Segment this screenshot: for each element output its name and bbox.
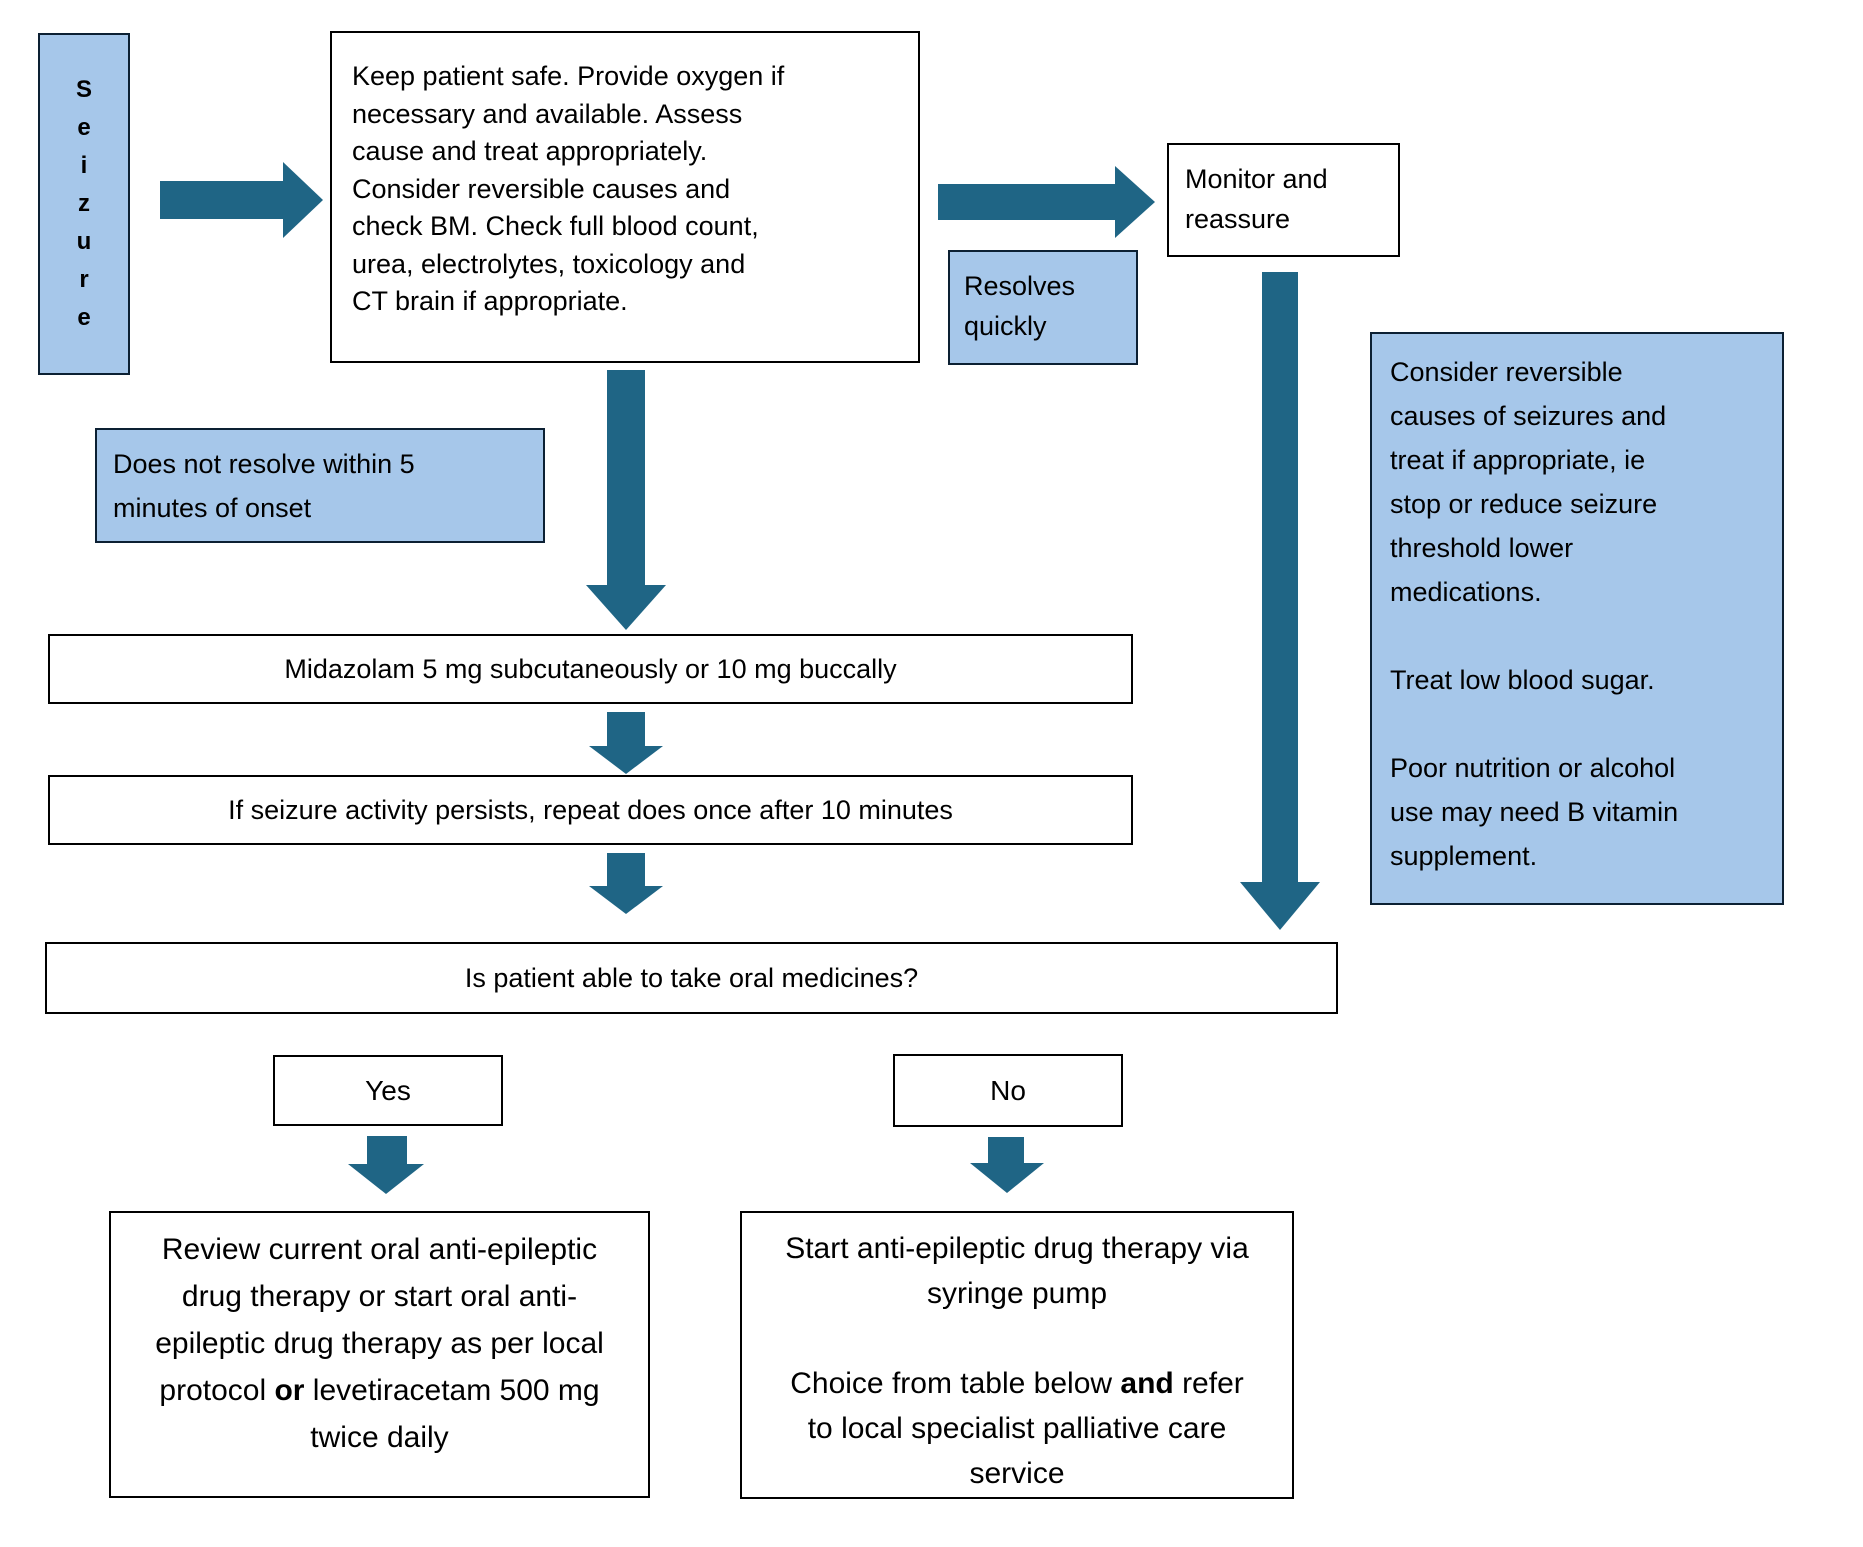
arrow-down-head xyxy=(586,585,666,630)
oral-medicines-question-box: Is patient able to take oral medicines? xyxy=(45,942,1338,1014)
no-box: No xyxy=(893,1054,1123,1127)
syringe-text-post: refer to local specialist palliative car… xyxy=(807,1367,1244,1490)
review-oral-therapy-text: Review current oral anti-epileptic drug … xyxy=(129,1226,630,1461)
arrow-down-head xyxy=(589,886,663,914)
arrow-shaft xyxy=(938,184,1115,220)
yes-box: Yes xyxy=(273,1055,503,1126)
midazolam-dose-box: Midazolam 5 mg subcutaneously or 10 mg b… xyxy=(48,634,1133,704)
arrow-shaft xyxy=(367,1136,407,1164)
arrow-shaft xyxy=(607,853,645,886)
syringe-bold-and: and xyxy=(1120,1367,1174,1400)
review-bold-or: or xyxy=(274,1374,305,1407)
arrow-down-head xyxy=(589,746,663,774)
arrow-shaft xyxy=(607,370,645,585)
arrow-right-head xyxy=(1115,166,1155,238)
resolves-quickly-box: Resolves quickly xyxy=(948,250,1138,365)
arrow-right-head xyxy=(283,162,323,238)
arrow-shaft xyxy=(988,1137,1024,1163)
arrow-down-head xyxy=(970,1163,1044,1193)
arrow-down-head xyxy=(1240,882,1320,930)
arrow-shaft xyxy=(1262,272,1298,882)
reversible-causes-info-box: Consider reversible causes of seizures a… xyxy=(1370,332,1784,905)
does-not-resolve-box: Does not resolve within 5 minutes of ons… xyxy=(95,428,545,543)
syringe-pump-text-1: Start anti-epileptic drug therapy via sy… xyxy=(785,1232,1249,1310)
review-oral-therapy-box: Review current oral anti-epileptic drug … xyxy=(109,1211,650,1498)
syringe-pump-text-2: Choice from table below and refer to loc… xyxy=(777,1361,1257,1496)
assessment-box: Keep patient safe. Provide oxygen if nec… xyxy=(330,31,920,363)
review-text-pre: Review current oral anti-epileptic drug … xyxy=(155,1233,604,1407)
seizure-start-box: S e i z u r e xyxy=(38,33,130,375)
syringe-text-pre: Choice from table below xyxy=(790,1367,1121,1400)
syringe-pump-box: Start anti-epileptic drug therapy via sy… xyxy=(740,1211,1294,1499)
review-text-post: levetiracetam 500 mg twice daily xyxy=(304,1374,600,1454)
arrow-shaft xyxy=(160,181,283,219)
repeat-dose-box: If seizure activity persists, repeat doe… xyxy=(48,775,1133,845)
monitor-reassure-box: Monitor and reassure xyxy=(1167,143,1400,257)
arrow-down-head xyxy=(348,1164,424,1194)
arrow-shaft xyxy=(607,712,645,746)
